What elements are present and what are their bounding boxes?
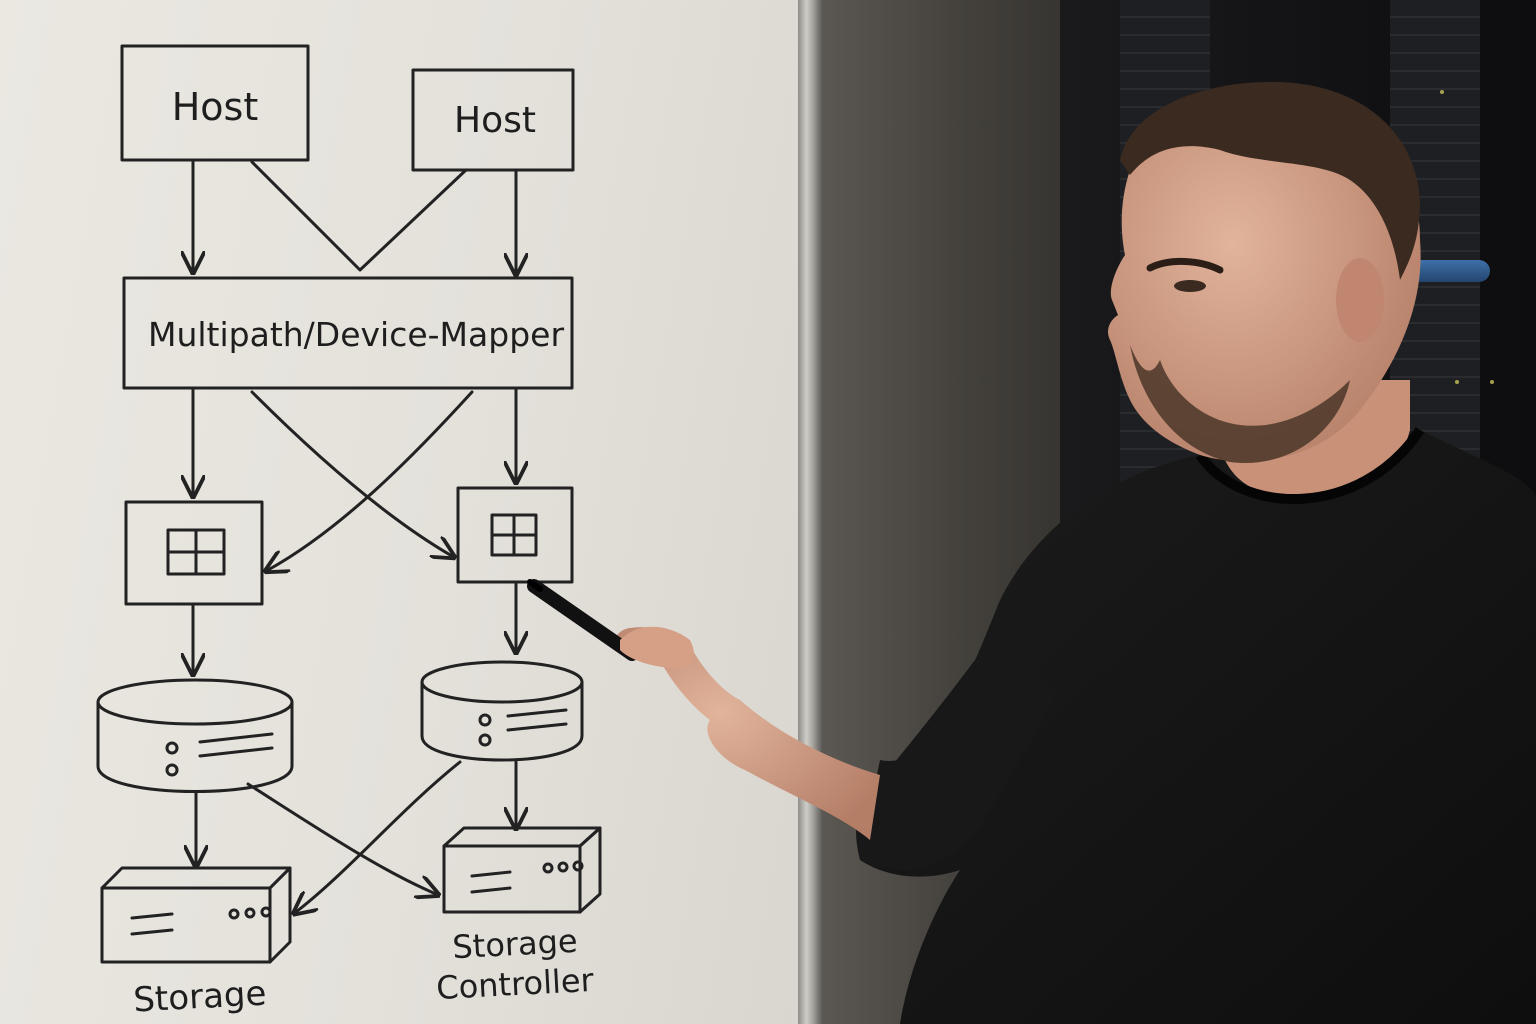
host-box-right: [411, 68, 575, 172]
storage-controller-left: [100, 866, 292, 964]
network-cable: [1410, 260, 1490, 282]
controller-label-right-line1: Storage: [451, 922, 578, 967]
hand: [615, 627, 880, 840]
multipath-box: [122, 276, 574, 390]
face: [1107, 97, 1421, 462]
marker-tip: [527, 579, 543, 592]
hair: [1120, 81, 1420, 280]
host-label-right: Host: [454, 100, 536, 141]
rack-led: [1455, 380, 1459, 384]
multipath-label: Multipath/Device-Mapper: [148, 315, 564, 354]
sweater: [860, 430, 1536, 1024]
disk-right: [420, 660, 584, 762]
controller-label-right-line2: Controller: [435, 961, 595, 1007]
whiteboard: [0, 0, 800, 1024]
arrow-disk-cross-right: [246, 782, 436, 894]
arrow-disk-cross-left: [296, 760, 462, 912]
marker-pen: [527, 579, 639, 661]
rack-led: [1490, 380, 1494, 384]
host-cross-link: [250, 160, 468, 272]
beard: [1130, 345, 1350, 464]
storage-controller-right: [442, 826, 602, 914]
host-label-left: Host: [172, 85, 259, 129]
hba-box-left: [124, 500, 264, 606]
controller-label-left: Storage: [132, 974, 267, 1021]
ear: [1336, 258, 1384, 342]
arrow-multipath-cross-left: [268, 390, 474, 570]
arrow-multipath-cross-right: [250, 390, 452, 556]
eye: [1174, 280, 1206, 292]
rack-led: [1440, 90, 1444, 94]
fingers: [620, 626, 694, 669]
sweater-sleeve: [856, 640, 1060, 871]
hba-box-right: [456, 486, 574, 584]
sweater-collar: [1195, 427, 1425, 504]
whiteboard-frame: [798, 0, 822, 1024]
host-box-left: [120, 44, 310, 162]
eyebrow: [1146, 257, 1224, 274]
multipath-diagram: Host Host Multipath/Device-Mapper: [100, 44, 602, 1021]
